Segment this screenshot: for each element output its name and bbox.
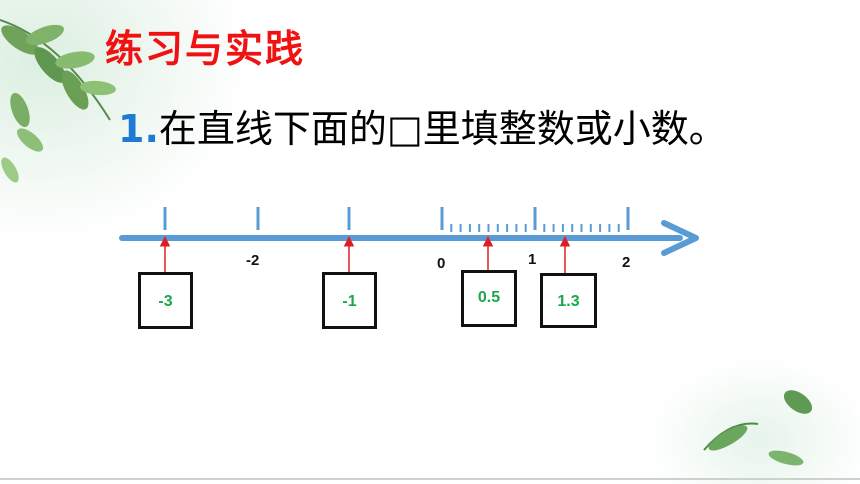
answer-box-neg3[interactable]: -3 [138,272,193,329]
answer-value: -1 [342,293,357,310]
answer-value: 0.5 [477,289,501,306]
question-prompt: 1.在直线下面的□里填整数或小数。 [118,98,727,153]
answer-box-neg1[interactable]: -1 [322,272,377,329]
tick-label-two: 2 [622,254,631,271]
leaf-decoration-icon [0,19,116,183]
answer-box-1point3[interactable]: 1.3 [540,273,597,328]
footer-divider [0,478,860,480]
axis-arrow-icon [661,220,699,256]
number-line [119,207,699,274]
question-number: 1. [118,107,159,151]
tick-label-zero: 0 [437,255,446,272]
answer-value: 1.3 [557,293,580,310]
answer-value: -3 [158,293,173,310]
minor-ticks [450,224,620,232]
tick-label-neg2: -2 [246,252,260,269]
section-title: 练习与实践 [105,27,306,71]
leaf-decoration-icon [703,390,813,466]
question-text: 在直线下面的□里填整数或小数。 [158,107,727,151]
answer-box-half[interactable]: 0.5 [461,270,517,327]
tick-label-one: 1 [528,251,537,268]
